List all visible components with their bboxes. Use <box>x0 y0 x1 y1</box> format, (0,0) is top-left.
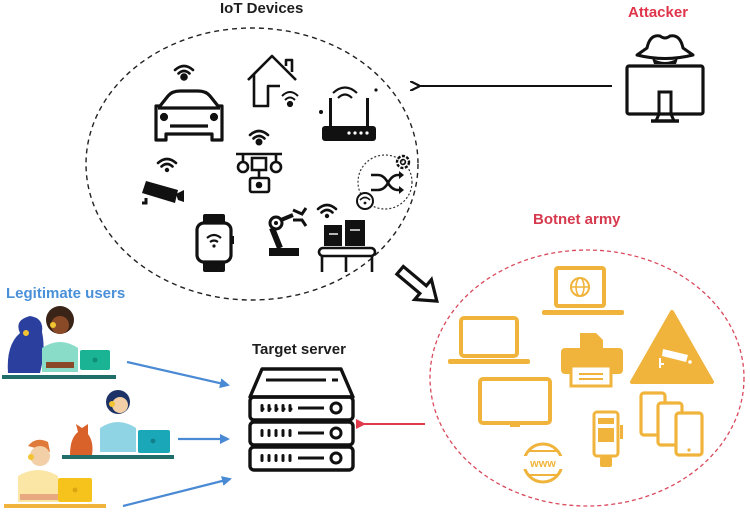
server-rack-leds <box>260 401 343 465</box>
server-power-indicator <box>329 451 343 465</box>
server-rack-unit <box>260 451 343 465</box>
user1-to-server-arrow <box>126 360 230 389</box>
server-led <box>274 429 278 437</box>
iot-devices-boundary <box>85 27 419 301</box>
mobile-devices-icon <box>639 391 704 457</box>
svg-text:www: www <box>529 458 556 470</box>
server-led <box>288 429 292 437</box>
server-led <box>267 429 271 437</box>
security-camera-icon <box>142 157 184 205</box>
user-yellow-illustration <box>4 439 106 508</box>
server-slot-bar <box>298 456 324 460</box>
laptop-globe-icon <box>542 266 624 315</box>
server-led <box>274 454 278 462</box>
automation-hub-icon <box>356 154 413 210</box>
printer-icon <box>561 333 623 388</box>
user-with-cat-illustration <box>62 390 174 459</box>
legitimate-users-title: Legitimate users <box>6 285 126 302</box>
server-rack-unit <box>260 401 343 415</box>
server-led <box>274 404 278 412</box>
server-led <box>267 454 271 462</box>
attacker-title: Attacker <box>628 4 689 21</box>
card-reader-icon <box>592 410 623 467</box>
attacker-icon <box>625 34 705 123</box>
server-led <box>260 404 264 412</box>
laptop-icon <box>448 316 530 364</box>
server-slot-bar <box>298 431 324 435</box>
server-power-indicator <box>329 401 343 415</box>
wifi-router-icon <box>319 86 378 141</box>
server-slot-bar <box>298 406 324 410</box>
www-globe-icon: www <box>522 442 564 484</box>
server-led <box>281 429 285 437</box>
drone-icon <box>236 129 283 194</box>
tablet-icon <box>478 377 552 427</box>
smart-home-icon <box>247 54 299 108</box>
server-led <box>288 404 292 412</box>
conveyor-belt-icon <box>316 203 377 272</box>
server-led <box>281 454 285 462</box>
target-server-title: Target server <box>252 341 346 358</box>
robotic-arm-icon <box>268 207 308 256</box>
user3-to-server-arrow <box>122 476 232 508</box>
botnet-army-title: Botnet army <box>533 211 621 228</box>
car-icon <box>154 64 224 142</box>
server-rack-unit <box>260 426 343 440</box>
botnet-army-boundary <box>429 249 745 507</box>
infection-arrow <box>394 264 439 303</box>
server-led <box>281 404 285 412</box>
target-server-icon <box>248 367 355 472</box>
server-led <box>267 404 271 412</box>
user-with-dog-illustration <box>2 306 116 379</box>
iot-devices-title: IoT Devices <box>220 0 304 17</box>
server-power-indicator <box>329 426 343 440</box>
server-led <box>260 454 264 462</box>
server-led <box>260 429 264 437</box>
smart-watch-icon <box>195 214 234 272</box>
cctv-warning-icon <box>630 310 714 384</box>
server-led <box>288 454 292 462</box>
